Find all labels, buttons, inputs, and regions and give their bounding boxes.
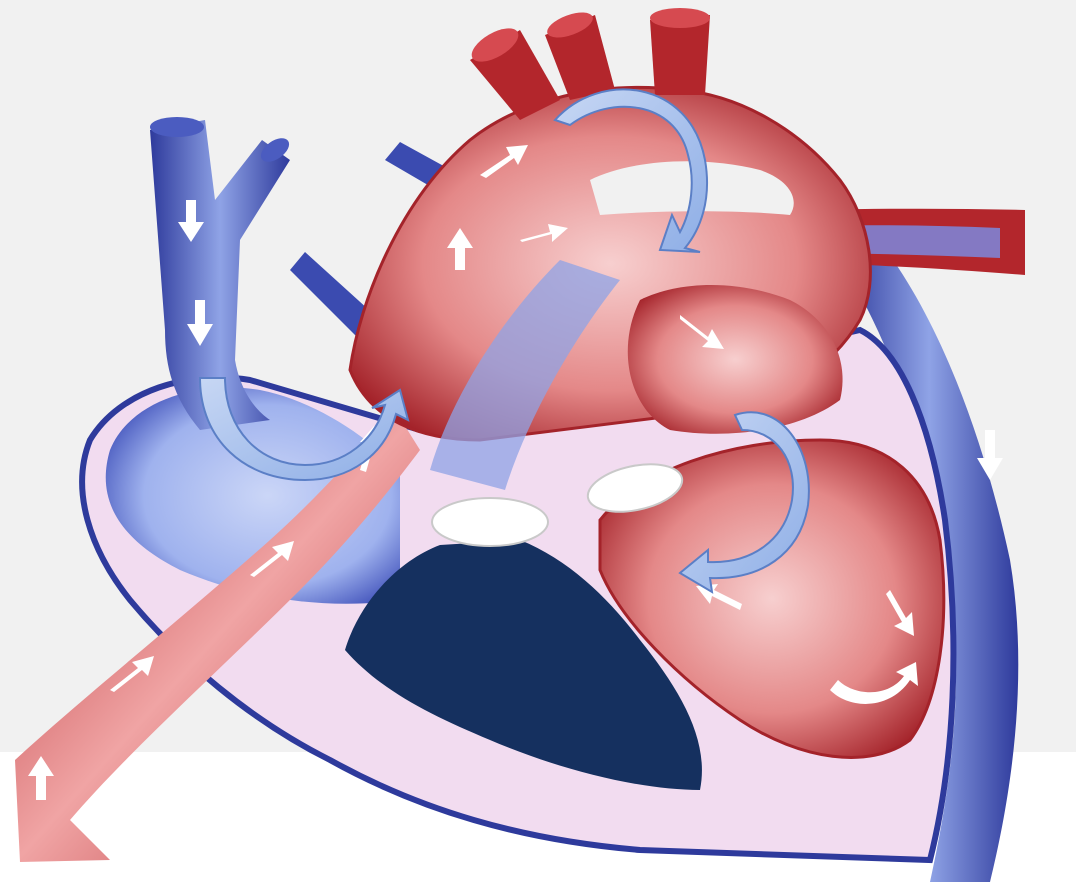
arch-branch-3-opening: [650, 8, 710, 28]
vena-cava-opening: [150, 117, 204, 137]
tricuspid-valve: [432, 498, 548, 546]
